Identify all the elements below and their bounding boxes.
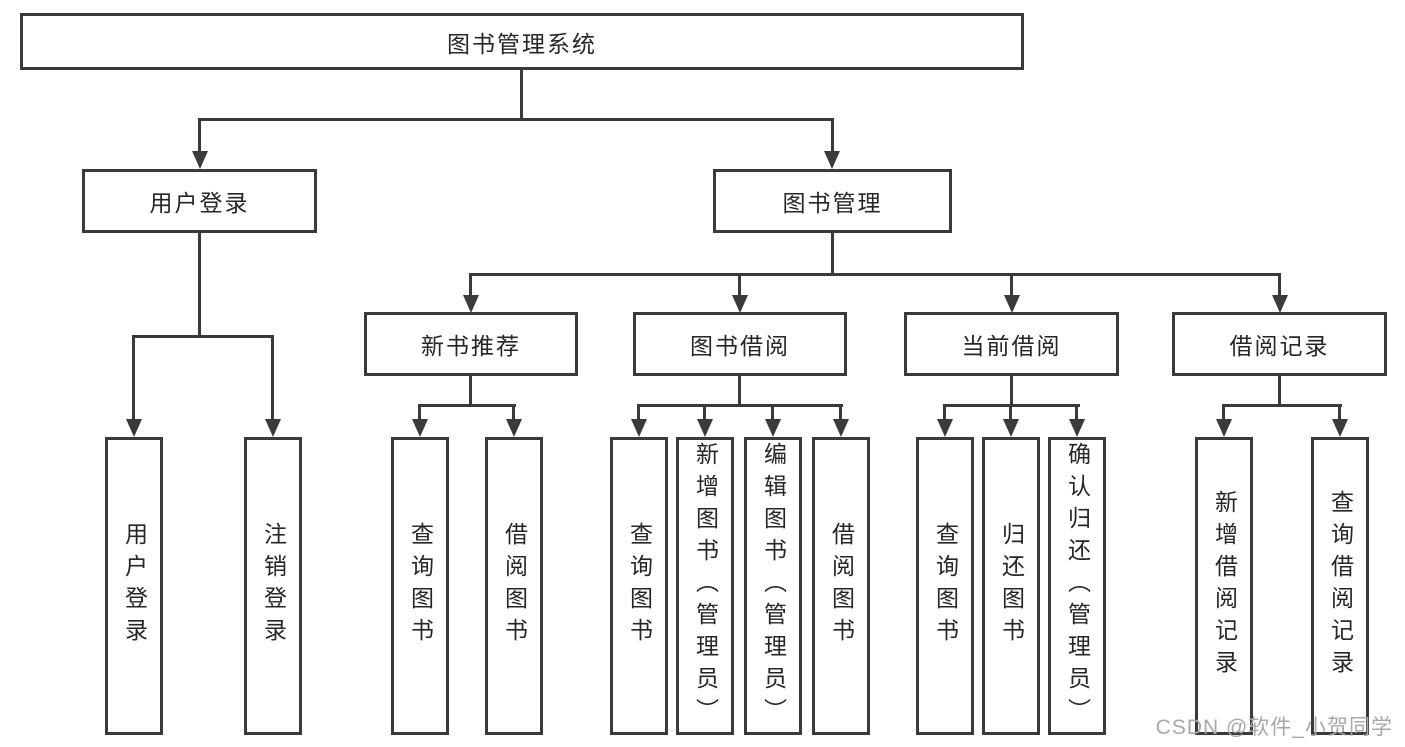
node-borrow-records-label: 借阅记录 [1229, 333, 1330, 359]
connector-drop-add-books [703, 404, 706, 419]
leaf-query-borrow-record-label: 查询借阅记录 [1327, 490, 1354, 682]
leaf-query-books-recommend: 查询图书 [391, 437, 449, 735]
connector-drop-confirm-return [1075, 404, 1078, 419]
connector-drop-edit-books [771, 404, 774, 419]
connector-drop-book-mgmt [831, 118, 834, 151]
leaf-return-books: 归还图书 [982, 437, 1040, 735]
node-book-management: 图书管理 [713, 169, 952, 233]
node-current-borrow: 当前借阅 [904, 312, 1119, 376]
leaf-user-login: 用户登录 [105, 437, 163, 735]
node-library-system-label: 图书管理系统 [447, 30, 597, 57]
connector-current-borrow-stem [1010, 376, 1013, 407]
leaf-query-borrow-record: 查询借阅记录 [1311, 437, 1369, 735]
node-book-borrow: 图书借阅 [633, 312, 847, 376]
arrowhead-leaf-logout [265, 419, 281, 437]
connector-drop-new-books [469, 273, 472, 295]
leaf-return-books-label: 归还图书 [998, 522, 1025, 650]
leaf-add-borrow-record: 新增借阅记录 [1195, 437, 1253, 735]
arrowhead-borrow-books [833, 419, 849, 437]
connector-drop-query-current [943, 404, 946, 419]
arrowhead-query-borrow [631, 419, 647, 437]
arrowhead-add-record [1216, 419, 1232, 437]
arrowhead-query-record [1332, 419, 1348, 437]
leaf-edit-books-admin: 编辑图书（管理员） [744, 437, 802, 735]
connector-drop-borrow-recommend [512, 404, 515, 419]
connector-user-login-stem [198, 233, 201, 337]
connector-drop-leaf-logout [271, 335, 274, 419]
leaf-add-books-admin: 新增图书（管理员） [676, 437, 734, 735]
connector-borrow-records-stem [1278, 376, 1281, 407]
leaf-user-login-label: 用户登录 [121, 522, 148, 650]
connector-level3-bus [469, 273, 1281, 276]
connector-drop-borrow-books [839, 404, 842, 419]
connector-drop-query-recommend [418, 404, 421, 419]
node-book-management-label: 图书管理 [782, 190, 883, 216]
leaf-logout: 注销登录 [244, 437, 302, 735]
arrowhead-add-books [697, 419, 713, 437]
arrowhead-borrow-records [1272, 295, 1288, 313]
node-library-system: 图书管理系统 [20, 13, 1024, 70]
leaf-borrow-books: 借阅图书 [812, 437, 870, 735]
arrowhead-borrow-recommend [506, 419, 522, 437]
leaf-add-borrow-record-label: 新增借阅记录 [1211, 490, 1238, 682]
node-user-login-label: 用户登录 [149, 190, 250, 216]
leaf-borrow-books-label: 借阅图书 [828, 522, 855, 650]
connector-drop-user-login [198, 118, 201, 151]
node-user-login: 用户登录 [82, 169, 317, 233]
leaf-add-books-admin-label: 新增图书（管理员） [692, 442, 719, 730]
connector-drop-query-record [1338, 404, 1341, 419]
node-new-book-recommend: 新书推荐 [364, 312, 578, 376]
connector-book-mgmt-stem [831, 233, 834, 276]
arrowhead-query-current [937, 419, 953, 437]
arrowhead-edit-books [765, 419, 781, 437]
arrowhead-current-borrow [1004, 295, 1020, 313]
watermark: CSDN @软件_小贺同学 [1155, 716, 1393, 739]
connector-drop-return-books [1009, 404, 1012, 419]
connector-book-borrow-bus [637, 404, 843, 407]
connector-book-borrow-stem [738, 376, 741, 407]
arrowhead-return-books [1003, 419, 1019, 437]
node-borrow-records: 借阅记录 [1172, 312, 1387, 376]
leaf-borrow-books-recommend-label: 借阅图书 [501, 522, 528, 650]
arrowhead-user-login [192, 151, 208, 169]
leaf-confirm-return-admin: 确认归还（管理员） [1048, 437, 1106, 735]
leaf-borrow-books-recommend: 借阅图书 [485, 437, 543, 735]
connector-drop-book-borrow [738, 273, 741, 295]
leaf-query-books-current: 查询图书 [916, 437, 974, 735]
arrowhead-query-recommend [412, 419, 428, 437]
leaf-query-books-borrow-label: 查询图书 [626, 522, 653, 650]
leaf-edit-books-admin-label: 编辑图书（管理员） [760, 442, 787, 730]
arrowhead-leaf-login [126, 419, 142, 437]
leaf-confirm-return-admin-label: 确认归还（管理员） [1064, 442, 1091, 730]
connector-drop-current-borrow [1010, 273, 1013, 295]
connector-new-books-stem [469, 376, 472, 407]
connector-drop-leaf-login [132, 335, 135, 419]
arrowhead-book-borrow [732, 295, 748, 313]
connector-level2-bus [198, 118, 834, 121]
leaf-query-books-current-label: 查询图书 [932, 522, 959, 650]
node-book-borrow-label: 图书借阅 [690, 333, 790, 359]
leaf-query-books-recommend-label: 查询图书 [407, 522, 434, 650]
connector-drop-add-record [1222, 404, 1225, 419]
connector-drop-borrow-records [1278, 273, 1281, 295]
connector-new-books-bus [418, 404, 516, 407]
connector-drop-query-borrow [637, 404, 640, 419]
node-new-book-recommend-label: 新书推荐 [421, 333, 521, 359]
arrowhead-new-books [463, 295, 479, 313]
arrowhead-book-mgmt [824, 151, 840, 169]
connector-user-login-bus [132, 335, 274, 338]
connector-root-stem [520, 70, 523, 120]
leaf-query-books-borrow: 查询图书 [610, 437, 668, 735]
leaf-logout-label: 注销登录 [260, 522, 287, 650]
connector-borrow-records-bus [1222, 404, 1342, 407]
arrowhead-confirm-return [1069, 419, 1085, 437]
node-current-borrow-label: 当前借阅 [961, 333, 1062, 359]
